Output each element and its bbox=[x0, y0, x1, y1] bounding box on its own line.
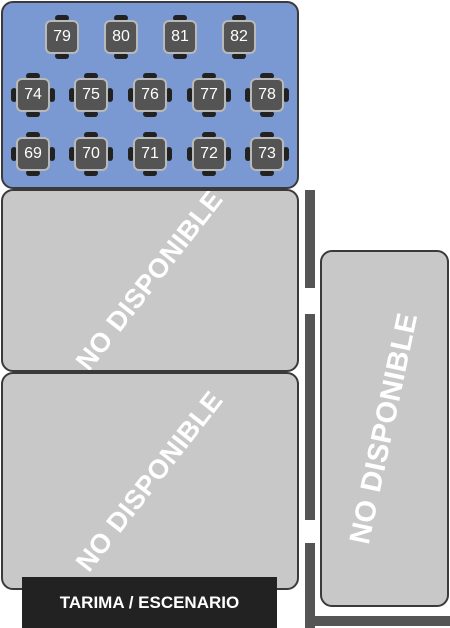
table-number: 78 bbox=[250, 78, 284, 112]
chair bbox=[166, 88, 172, 102]
chair bbox=[202, 73, 216, 79]
chair bbox=[225, 147, 231, 161]
chair bbox=[187, 147, 193, 161]
stage-label: TARIMA / ESCENARIO bbox=[22, 577, 277, 628]
chair bbox=[84, 73, 98, 79]
chair bbox=[26, 170, 40, 176]
table-73[interactable]: 73 bbox=[245, 132, 289, 176]
unavailable-zone-lower: NO DISPONIBLE bbox=[1, 372, 299, 590]
chair bbox=[114, 53, 128, 59]
table-number: 70 bbox=[74, 137, 108, 171]
chair bbox=[202, 170, 216, 176]
table-69[interactable]: 69 bbox=[11, 132, 55, 176]
table-71[interactable]: 71 bbox=[128, 132, 172, 176]
chair bbox=[128, 147, 134, 161]
unavailable-label: NO DISPONIBLE bbox=[70, 384, 230, 577]
table-74[interactable]: 74 bbox=[11, 73, 55, 117]
table-number: 79 bbox=[45, 20, 79, 54]
table-number: 75 bbox=[74, 78, 108, 112]
table-number: 76 bbox=[133, 78, 167, 112]
chair bbox=[173, 53, 187, 59]
chair bbox=[260, 111, 274, 117]
available-seating-zone: 79 80 81 82 74 75 76 bbox=[1, 1, 299, 189]
table-77[interactable]: 77 bbox=[187, 73, 231, 117]
chair bbox=[49, 147, 55, 161]
chair bbox=[114, 15, 128, 21]
chair bbox=[26, 111, 40, 117]
chair bbox=[143, 73, 157, 79]
table-79[interactable]: 79 bbox=[40, 15, 84, 59]
chair bbox=[84, 170, 98, 176]
chair bbox=[107, 88, 113, 102]
table-number: 71 bbox=[133, 137, 167, 171]
chair bbox=[245, 88, 251, 102]
chair bbox=[128, 88, 134, 102]
chair bbox=[107, 147, 113, 161]
chair bbox=[84, 111, 98, 117]
chair bbox=[187, 88, 193, 102]
chair bbox=[202, 132, 216, 138]
chair bbox=[260, 170, 274, 176]
chair bbox=[11, 147, 17, 161]
table-number: 74 bbox=[16, 78, 50, 112]
chair bbox=[232, 53, 246, 59]
table-70[interactable]: 70 bbox=[69, 132, 113, 176]
table-80[interactable]: 80 bbox=[99, 15, 143, 59]
table-number: 77 bbox=[192, 78, 226, 112]
chair bbox=[26, 73, 40, 79]
chair bbox=[143, 111, 157, 117]
table-78[interactable]: 78 bbox=[245, 73, 289, 117]
table-number: 69 bbox=[16, 137, 50, 171]
unavailable-label: NO DISPONIBLE bbox=[70, 189, 230, 372]
chair bbox=[283, 147, 289, 161]
wall-segment bbox=[305, 543, 315, 628]
table-number: 82 bbox=[222, 20, 256, 54]
table-number: 80 bbox=[104, 20, 138, 54]
table-81[interactable]: 81 bbox=[158, 15, 202, 59]
chair bbox=[260, 73, 274, 79]
chair bbox=[143, 132, 157, 138]
chair bbox=[55, 53, 69, 59]
table-75[interactable]: 75 bbox=[69, 73, 113, 117]
chair bbox=[69, 147, 75, 161]
wall-segment bbox=[305, 190, 315, 288]
chair bbox=[283, 88, 289, 102]
unavailable-zone-side: NO DISPONIBLE bbox=[320, 250, 449, 607]
table-number: 72 bbox=[192, 137, 226, 171]
chair bbox=[225, 88, 231, 102]
table-76[interactable]: 76 bbox=[128, 73, 172, 117]
chair bbox=[55, 15, 69, 21]
chair bbox=[232, 15, 246, 21]
chair bbox=[202, 111, 216, 117]
wall-segment bbox=[305, 616, 450, 626]
unavailable-label: NO DISPONIBLE bbox=[343, 309, 425, 547]
chair bbox=[84, 132, 98, 138]
wall-segment bbox=[305, 314, 315, 520]
table-82[interactable]: 82 bbox=[217, 15, 261, 59]
table-number: 73 bbox=[250, 137, 284, 171]
chair bbox=[11, 88, 17, 102]
chair bbox=[166, 147, 172, 161]
chair bbox=[245, 147, 251, 161]
chair bbox=[26, 132, 40, 138]
chair bbox=[49, 88, 55, 102]
chair bbox=[173, 15, 187, 21]
chair bbox=[69, 88, 75, 102]
chair bbox=[260, 132, 274, 138]
table-number: 81 bbox=[163, 20, 197, 54]
table-72[interactable]: 72 bbox=[187, 132, 231, 176]
unavailable-zone-upper: NO DISPONIBLE bbox=[1, 189, 299, 372]
chair bbox=[143, 170, 157, 176]
